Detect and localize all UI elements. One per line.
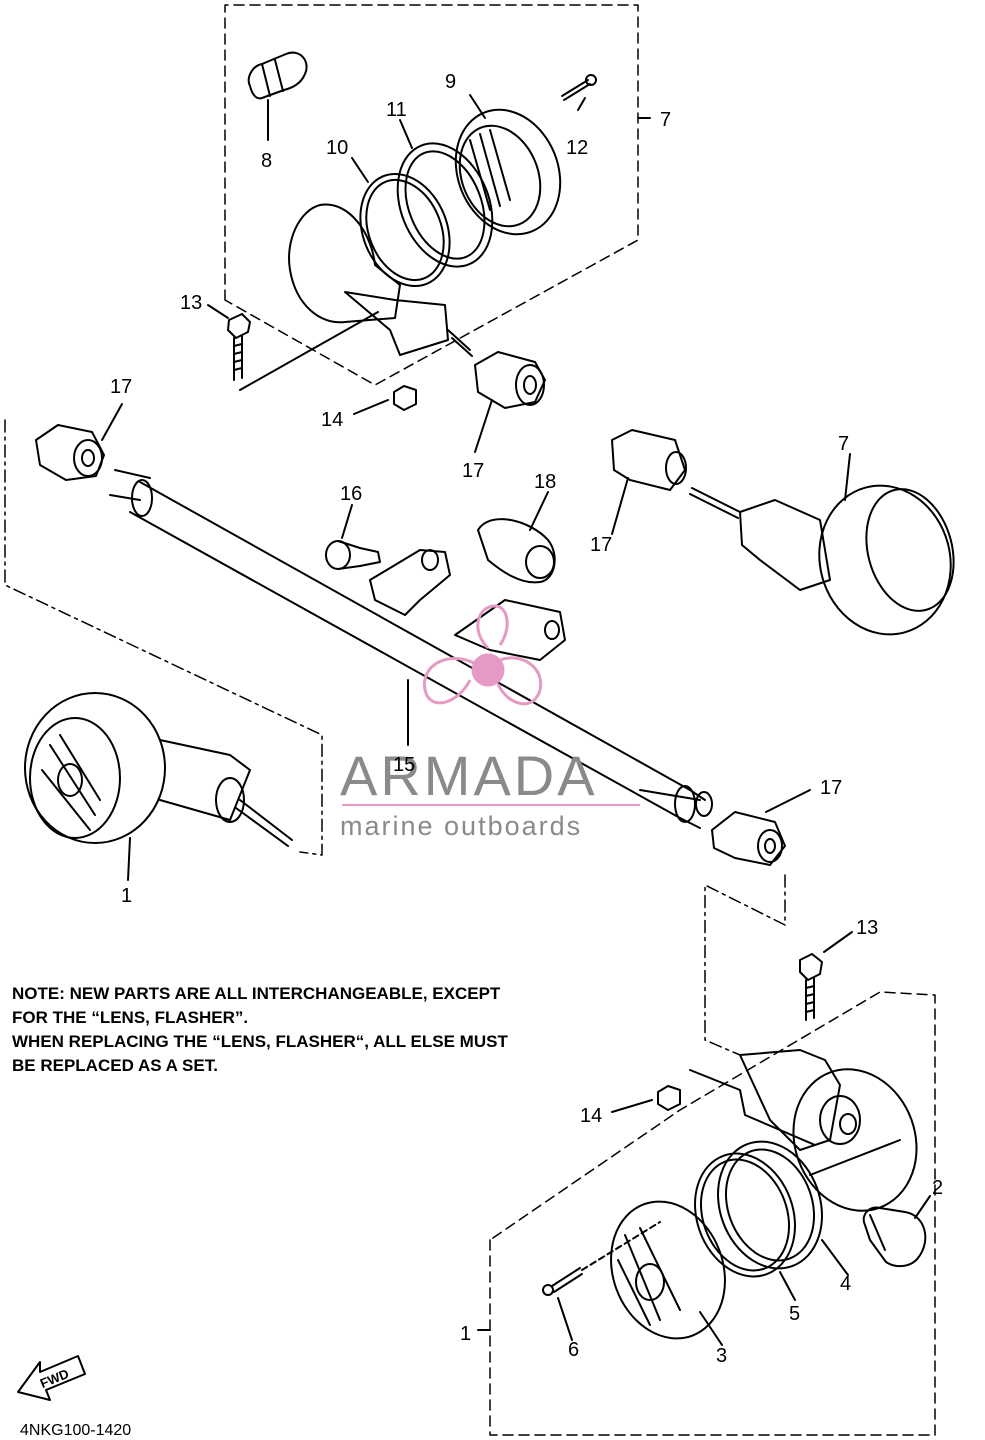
callout-labels: 8 9 11 10 12 7 13 14 17 17 7 16 18 17 15… xyxy=(110,71,943,1367)
callout-14-lower: 14 xyxy=(580,1105,602,1127)
bulb-2-icon xyxy=(862,1195,931,1268)
group-box-lower xyxy=(489,991,936,1436)
bulb-8-icon xyxy=(247,51,308,141)
note-line: BE REPLACED AS A SET. xyxy=(12,1056,218,1075)
bolt-16-icon xyxy=(325,504,381,570)
bolt-13-lower-icon xyxy=(799,931,853,1021)
armada-logo-icon xyxy=(423,604,543,706)
callout-5: 5 xyxy=(789,1303,800,1325)
phantom-line-right xyxy=(704,874,786,1056)
callout-15: 15 xyxy=(393,754,415,776)
screw-6-icon xyxy=(542,1221,661,1341)
ring-4-icon xyxy=(717,1140,849,1276)
flasher-right-7-icon xyxy=(611,429,955,636)
bracket-upper-icon xyxy=(369,549,451,616)
nut-14-upper-icon xyxy=(353,385,417,415)
group-box-upper xyxy=(224,4,639,386)
callout-1-lower: 1 xyxy=(460,1323,471,1345)
nut-14-lower-icon xyxy=(611,1085,681,1113)
callout-1-left: 1 xyxy=(121,885,132,907)
callout-13-lower: 13 xyxy=(856,917,878,939)
gasket-5-icon xyxy=(694,1152,796,1301)
callout-7-right: 7 xyxy=(838,433,849,455)
callout-10: 10 xyxy=(326,137,348,159)
phantom-line-left xyxy=(4,419,323,856)
grommet-17-d-icon xyxy=(639,789,811,866)
screw-12-icon xyxy=(561,74,597,111)
lens-3-icon xyxy=(610,1200,726,1346)
note-line: FOR THE “LENS, FLASHER”. xyxy=(12,1008,249,1027)
fwd-arrow-icon xyxy=(17,1355,86,1401)
callout-13-upper: 13 xyxy=(180,292,202,314)
callout-14-upper: 14 xyxy=(321,409,343,431)
gasket-10-icon xyxy=(351,157,451,288)
flasher-left-1-icon xyxy=(24,692,293,881)
grommet-17-a-icon xyxy=(474,351,546,453)
callout-6: 6 xyxy=(568,1339,579,1361)
callout-12: 12 xyxy=(566,137,588,159)
note-line: WHEN REPLACING THE “LENS, FLASHER“, ALL … xyxy=(12,1032,508,1051)
callout-4: 4 xyxy=(840,1273,851,1295)
diagram-code: 4NKG100-1420 xyxy=(20,1422,132,1439)
callout-11: 11 xyxy=(386,99,407,121)
callout-8: 8 xyxy=(261,150,272,172)
callout-17-lower: 17 xyxy=(820,777,842,799)
watermark-title: ARMADA xyxy=(340,744,598,807)
bolt-13-upper-icon xyxy=(207,304,379,391)
lens-9-icon xyxy=(454,94,562,236)
callout-17-left: 17 xyxy=(110,376,132,398)
callout-17-right: 17 xyxy=(590,534,612,556)
bar-15-icon xyxy=(109,469,706,829)
note-line: NOTE: NEW PARTS ARE ALL INTERCHANGEABLE,… xyxy=(12,984,501,1003)
housing-upper-icon xyxy=(288,203,473,357)
grommet-17-b-icon xyxy=(35,403,123,481)
clamp-18-icon xyxy=(477,491,556,584)
ring-11-icon xyxy=(396,119,494,268)
callout-18: 18 xyxy=(534,471,556,493)
bracket-lower-icon xyxy=(454,599,566,661)
callout-2: 2 xyxy=(932,1177,943,1199)
interchangeability-note: NOTE: NEW PARTS ARE ALL INTERCHANGEABLE,… xyxy=(12,982,612,1078)
callout-16: 16 xyxy=(340,483,362,505)
callout-3: 3 xyxy=(716,1345,727,1367)
callout-9: 9 xyxy=(445,71,456,93)
callout-7-upper: 7 xyxy=(660,109,671,131)
watermark-subtitle: marine outboards xyxy=(340,811,582,841)
callout-17-upper: 17 xyxy=(462,460,484,482)
